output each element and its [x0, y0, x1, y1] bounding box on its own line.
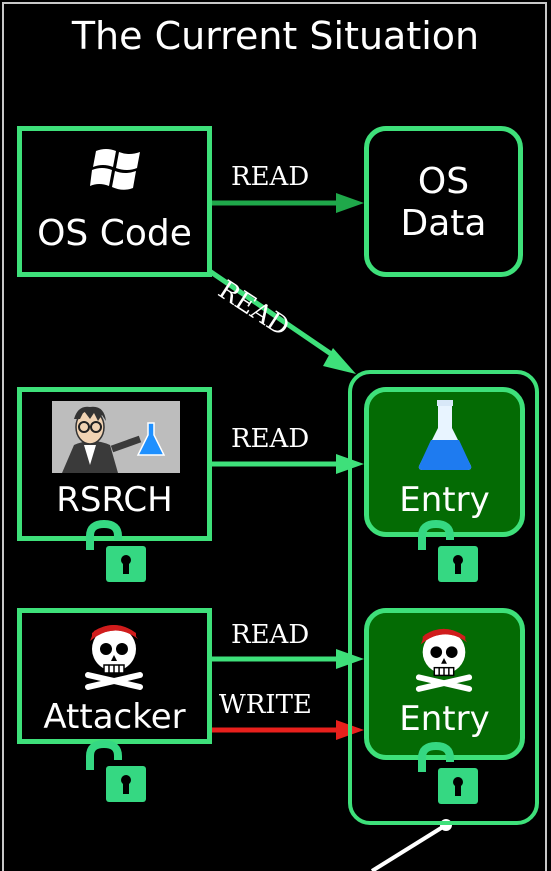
slide-title: The Current Situation	[71, 14, 480, 58]
pirate-skull-icon	[85, 625, 143, 690]
os-data-label-line1: OS	[417, 161, 470, 202]
entry-top-label: Entry	[399, 480, 490, 520]
edge-label-os-data: READ	[231, 162, 310, 192]
attacker-node: Attacker	[17, 608, 212, 744]
edge-os-code-to-entries	[206, 267, 342, 363]
windows-logo-icon	[90, 149, 140, 190]
lock-icon	[86, 740, 146, 802]
edge-label-rsrch: READ	[231, 424, 310, 454]
entry-bottom-label: Entry	[399, 699, 490, 739]
entry-bottom-node: Entry	[364, 608, 525, 760]
lock-icon	[418, 520, 478, 582]
pointer-line	[370, 823, 448, 871]
os-code-node: OS Code	[17, 126, 212, 277]
lock-icon	[86, 520, 146, 582]
edge-label-attacker-write: WRITE	[219, 690, 312, 720]
researcher-icon	[52, 401, 180, 473]
arrowhead-entries	[323, 348, 356, 374]
pirate-skull-icon	[415, 628, 473, 692]
entry-top-node: Entry	[364, 387, 525, 537]
edge-label-attacker-read: READ	[231, 620, 310, 650]
entries-container	[348, 370, 539, 825]
arrowhead-os-data	[336, 193, 364, 213]
flask-icon	[418, 400, 472, 470]
os-data-node: OS Data	[364, 126, 523, 277]
os-code-label: OS Code	[37, 213, 192, 254]
attacker-label: Attacker	[43, 697, 186, 737]
rsrch-node: RSRCH	[17, 387, 212, 541]
lock-icon	[418, 742, 478, 804]
os-data-label-line2: Data	[400, 203, 487, 244]
rsrch-label: RSRCH	[56, 480, 173, 520]
